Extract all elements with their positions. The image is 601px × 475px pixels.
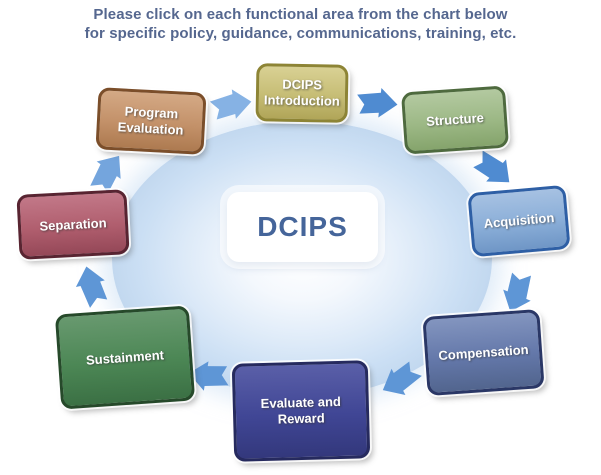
node-label: Evaluate and Reward bbox=[260, 393, 342, 427]
node-label: Sustainment bbox=[85, 346, 165, 368]
node-label: Separation bbox=[39, 214, 107, 234]
node-label: DCIPS Introduction bbox=[263, 76, 340, 109]
node-compensation[interactable]: Compensation bbox=[422, 309, 545, 396]
flow-arrow-icon bbox=[374, 356, 427, 404]
node-acquisition[interactable]: Acquisition bbox=[467, 184, 571, 258]
node-program-evaluation[interactable]: Program Evaluation bbox=[95, 87, 207, 155]
flow-arrow-icon bbox=[354, 85, 401, 120]
dcips-center-card: DCIPS bbox=[227, 192, 378, 262]
node-label: Compensation bbox=[437, 341, 530, 363]
page-instruction: Please click on each functional area fro… bbox=[0, 5, 601, 43]
node-label: Program Evaluation bbox=[117, 103, 184, 138]
node-evaluate-and-reward[interactable]: Evaluate and Reward bbox=[231, 360, 371, 462]
node-structure[interactable]: Structure bbox=[400, 85, 510, 155]
flow-arrow-icon bbox=[467, 142, 520, 194]
node-separation[interactable]: Separation bbox=[16, 189, 130, 260]
flow-arrow-icon bbox=[185, 358, 233, 396]
flow-arrow-icon bbox=[71, 262, 111, 312]
flow-arrow-icon bbox=[82, 146, 133, 200]
page-instruction-line1: Please click on each functional area fro… bbox=[93, 6, 508, 23]
dcips-center-label: DCIPS bbox=[257, 211, 348, 242]
flow-arrow-icon bbox=[495, 266, 540, 318]
page-instruction-line2: for specific policy, guidance, communica… bbox=[84, 25, 517, 42]
node-label: Acquisition bbox=[483, 209, 555, 232]
node-label: Structure bbox=[425, 110, 485, 129]
flow-arrow-icon bbox=[207, 86, 255, 123]
node-dcips-introduction[interactable]: DCIPS Introduction bbox=[255, 63, 349, 123]
node-sustainment[interactable]: Sustainment bbox=[54, 305, 196, 410]
